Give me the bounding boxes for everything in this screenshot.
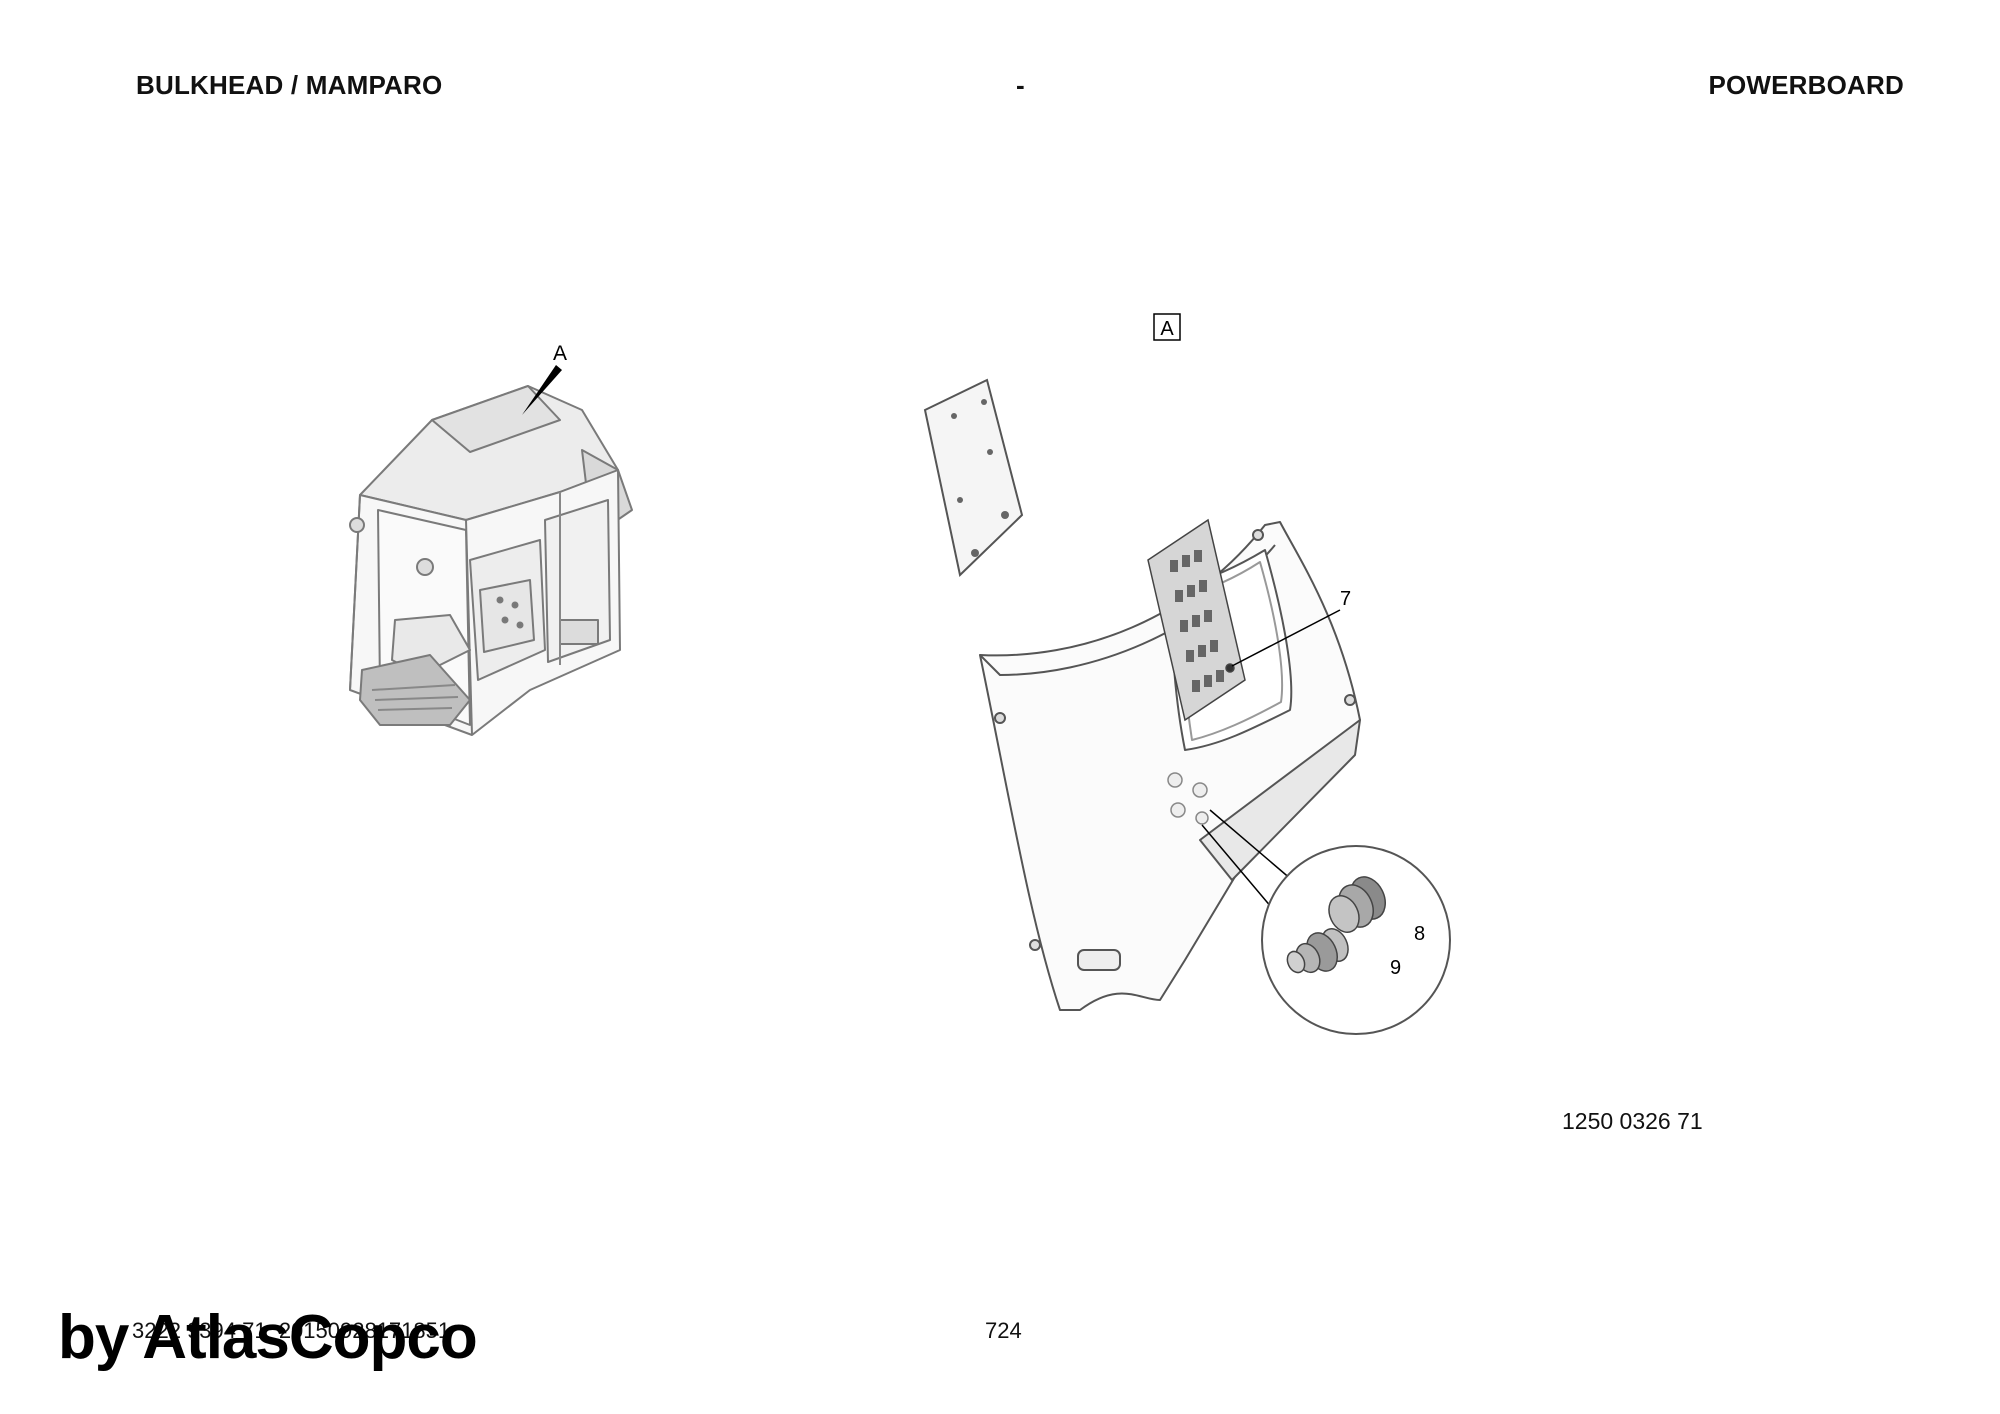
overview-callout-a: A [553,342,567,365]
powerboard-illustration [1147,518,1246,722]
callout-item-9: 9 [1390,957,1401,979]
cab-overview-illustration [349,385,633,736]
footer-page-number: 724 [985,1318,1022,1343]
grommet-group-illustration [1167,772,1209,825]
callout-item-8: 8 [1414,923,1425,945]
view-a-reference-box [1153,313,1181,341]
watermark-text: by AtlasCopco [58,1303,478,1372]
view-a-pointer-arrow [522,365,562,415]
callout-item-7: 7 [1340,588,1351,610]
footer-document-code: 3222 9394 71_20150928171851 [132,1318,451,1343]
item-8-grommet-illustration [1328,876,1386,933]
view-a-reference-label: A [1160,318,1174,340]
header-title-center: - [1016,70,1025,100]
header-title-right: POWERBOARD [1708,70,1904,100]
header-title-left: BULKHEAD / MAMPARO [136,70,443,100]
drawing-part-number: 1250 0326 71 [1562,1108,1703,1134]
cover-plate-illustration [923,378,1024,577]
detail-magnifier-circle [1261,845,1451,1035]
item-9-plug-illustration [1286,928,1349,974]
